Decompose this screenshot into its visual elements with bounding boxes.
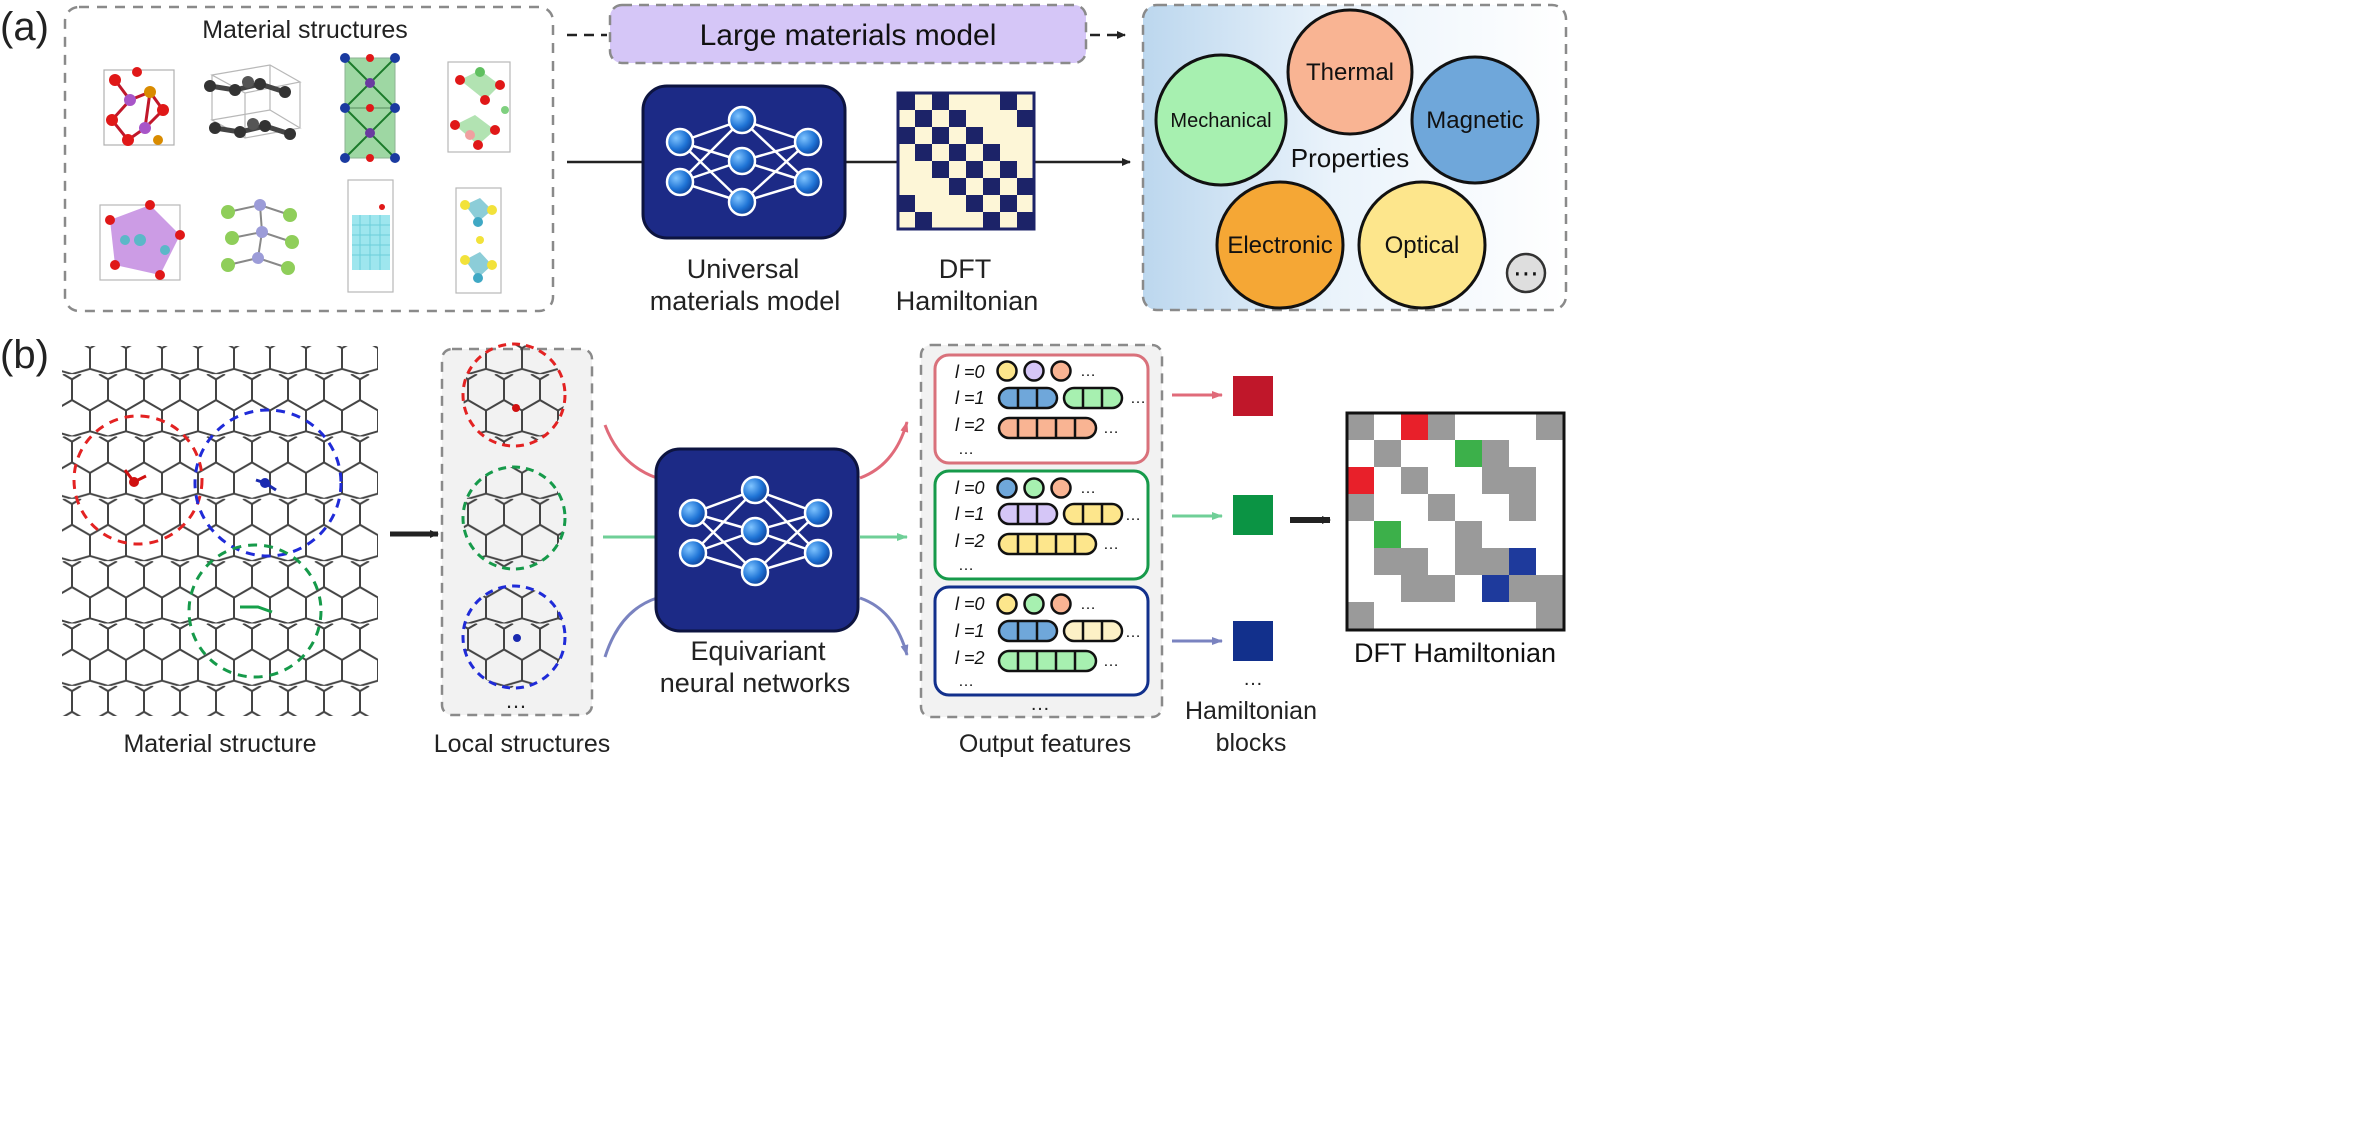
panel-a-label: (a) — [0, 5, 49, 49]
hamiltonian-blocks-ellipsis: … — [1243, 668, 1263, 690]
property-electronic-circle — [1215, 180, 1345, 310]
equivariant-network — [654, 447, 860, 633]
large-materials-model-box — [608, 3, 1088, 65]
output-features-caption: Output features — [959, 730, 1131, 758]
properties-title: Properties — [1291, 143, 1410, 173]
property-optical-circle — [1357, 180, 1487, 310]
curve-red-out — [859, 421, 909, 480]
feature-red-tokens — [996, 360, 1124, 440]
hamiltonian-block-blue — [1233, 621, 1273, 661]
feature-red-l0-label: l =0 — [955, 362, 985, 382]
feature-red-ellipsis-2: … — [1130, 390, 1146, 407]
more-properties-label: ⋯ — [1513, 258, 1539, 288]
local-structures-ellipsis: … — [505, 688, 527, 713]
structures-box — [63, 5, 555, 313]
hamiltonian-blocks-caption-2: blocks — [1216, 729, 1287, 757]
universal-model-caption-1: Universal — [687, 254, 800, 284]
feature-blue-l1-label: l =1 — [955, 621, 985, 641]
feature-blue-ellipsis-1: … — [1080, 596, 1096, 613]
material-structure-lattice — [62, 346, 378, 716]
feature-green-ellipsis-1: … — [1080, 480, 1096, 497]
curve-blue-in — [603, 596, 658, 658]
feature-red-ellipsis-4: … — [958, 441, 974, 458]
curve-red-in — [603, 424, 658, 480]
feature-green-ellipsis-2: … — [1125, 507, 1141, 524]
hamiltonian-block-green — [1233, 495, 1273, 535]
curve-blue-out — [859, 596, 909, 656]
feature-blue-ellipsis-3: … — [1103, 653, 1119, 670]
feature-red-l2-label: l =2 — [955, 415, 985, 435]
dft-caption-2: Hamiltonian — [896, 286, 1039, 316]
local-structure-blue — [461, 584, 567, 690]
feature-green-l2-label: l =2 — [955, 531, 985, 551]
output-features-ellipsis: … — [1030, 693, 1050, 715]
property-mechanical-circle — [1154, 53, 1288, 187]
feature-blue-l2-label: l =2 — [955, 648, 985, 668]
property-thermal-label: Thermal — [1306, 59, 1394, 86]
crystal-structure-6 — [221, 199, 299, 275]
property-magnetic-circle — [1410, 55, 1540, 185]
equivariant-caption-1: Equivariant — [690, 636, 826, 666]
dft-caption-1: DFT — [939, 254, 991, 284]
feature-blue-ellipsis-4: … — [958, 673, 974, 690]
feature-green-ellipsis-3: … — [1103, 536, 1119, 553]
dft-hamiltonian-matrix-a — [896, 91, 1036, 231]
material-structure-caption: Material structure — [123, 730, 316, 758]
property-magnetic-label: Magnetic — [1426, 107, 1523, 134]
property-thermal-circle — [1286, 8, 1414, 136]
large-materials-model-label: Large materials model — [700, 19, 997, 52]
local-structures-caption: Local structures — [434, 730, 610, 758]
crystal-structure-7 — [347, 179, 394, 293]
dft-hamiltonian-caption-b: DFT Hamiltonian — [1354, 638, 1556, 668]
local-structure-red — [461, 342, 567, 448]
feature-blue-l0-label: l =0 — [955, 594, 985, 614]
property-mechanical-label: Mechanical — [1170, 110, 1271, 132]
universal-model-network — [641, 84, 847, 240]
more-properties-icon — [1505, 252, 1547, 294]
feature-red-ellipsis-3: … — [1103, 420, 1119, 437]
crystal-structure-2 — [204, 64, 302, 140]
equivariant-caption-2: neural networks — [660, 668, 851, 698]
crystal-structure-5 — [99, 200, 185, 281]
feature-blue-tokens — [996, 593, 1124, 673]
property-optical-label: Optical — [1385, 232, 1460, 259]
feature-red-ellipsis-1: … — [1080, 363, 1096, 380]
crystal-structure-8 — [455, 187, 502, 294]
crystal-structure-4 — [447, 61, 511, 153]
feature-green-l0-label: l =0 — [955, 478, 985, 498]
hamiltonian-blocks-caption-1: Hamiltonian — [1185, 697, 1317, 725]
feature-blue-ellipsis-2: … — [1125, 624, 1141, 641]
panel-b-label: (b) — [0, 333, 49, 377]
feature-green-tokens — [996, 477, 1124, 556]
universal-model-caption-2: materials model — [650, 286, 841, 316]
feature-green-ellipsis-4: … — [958, 557, 974, 574]
crystal-structure-1 — [103, 67, 175, 146]
local-structure-green — [461, 465, 567, 571]
feature-green-l1-label: l =1 — [955, 504, 985, 524]
hamiltonian-block-red — [1233, 376, 1273, 416]
crystal-structure-3 — [340, 53, 400, 163]
dft-hamiltonian-matrix-b — [1345, 411, 1566, 632]
structures-title: Material structures — [202, 16, 408, 44]
property-electronic-label: Electronic — [1227, 232, 1332, 259]
feature-red-l1-label: l =1 — [955, 388, 985, 408]
